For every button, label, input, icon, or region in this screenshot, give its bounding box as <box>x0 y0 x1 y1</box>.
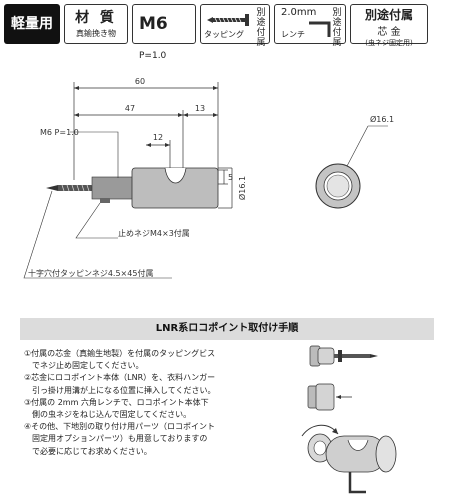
core-title: 別途付属 <box>364 8 413 22</box>
installation-illustration <box>292 336 442 496</box>
dimension-drawing: 60 47 13 12 5 Ø16.1 Ø16.1 M6 P=1.0 止めネジM… <box>23 77 394 279</box>
spec-badges: 軽量用 材 質 真鍮挽き物 M6 P=1.0 タッピング 別途付属 2.0mm … <box>4 4 450 61</box>
material-badge: 材 質 真鍮挽き物 <box>64 4 128 44</box>
core-sub: 芯 金 <box>377 27 401 38</box>
core-note: (虫ネジ固定用) <box>365 39 413 47</box>
hex-wrench-icon <box>309 21 331 37</box>
core-badge: 別途付属 芯 金 (虫ネジ固定用) <box>350 4 428 47</box>
dim-5: 5 <box>228 173 233 182</box>
dim-60: 60 <box>135 77 145 86</box>
step-line: 固定用オプションパーツ）も用意しておりますの <box>24 434 208 444</box>
tapping-screw-label: タッピング <box>204 30 244 39</box>
hex-wrench-icon <box>348 472 366 494</box>
step-line: ②芯金にロコポイント本体（LNR）を、衣料ハンガー <box>24 373 216 383</box>
thread-spec-label: M6 P=1.0 <box>40 128 79 137</box>
instructions-title-text: LNR系ロコポイント取付け手順 <box>155 323 299 334</box>
step-line: ①付属の芯金（真鍮生地製）を付属のタッピングビス <box>24 349 216 358</box>
tapping-screw-spec-label: 十字穴付タッピンネジ4.5×45付属 <box>28 268 153 278</box>
dim-13: 13 <box>195 104 205 113</box>
dim-12: 12 <box>153 133 163 142</box>
tapping-screw-badge: タッピング 別途付属 <box>200 4 270 48</box>
tapping-screw-side: 別途付属 <box>256 8 266 48</box>
step-line: 引っ掛け用溝が上になる位置に挿入してください。 <box>24 385 216 395</box>
step-line: でネジ止め固定してください。 <box>24 361 144 371</box>
lightweight-badge: 軽量用 <box>4 4 60 44</box>
wrench-label: レンチ <box>281 30 305 39</box>
step-line: で必要に応じてお求めください。 <box>24 446 152 456</box>
set-screw-label: 止めネジM4×3付属 <box>118 228 190 238</box>
wrench-badge: 2.0mm レンチ 別途付属 <box>274 4 346 48</box>
dim-diameter-end: Ø16.1 <box>370 114 394 124</box>
thread-badge: M6 P=1.0 <box>132 4 196 61</box>
screw-icon <box>207 14 249 26</box>
step-line: ③付属の 2mm 六角レンチで、ロコポイント本体下 <box>24 397 209 407</box>
technical-drawing: 60 47 13 12 5 Ø16.1 Ø16.1 M6 P=1.0 止めネジM… <box>0 60 454 300</box>
dim-diameter-side: Ø16.1 <box>237 176 247 200</box>
step-line: 側の虫ネジをねじ込んで固定してください。 <box>24 410 192 420</box>
thread-size: M6 <box>139 14 168 34</box>
instruction-steps: ①付属の芯金（真鍮生地製）を付属のタッピングビス でネジ止め固定してください。 … <box>24 348 288 458</box>
lightweight-label: 軽量用 <box>11 16 53 32</box>
material-sub: 真鍮挽き物 <box>76 29 116 38</box>
step-line: ④その他、下地別の取り付け用パーツ（ロコポイント <box>24 422 216 432</box>
material-title: 材 質 <box>75 10 117 26</box>
wrench-side: 別途付属 <box>332 8 342 48</box>
thread-pitch: P=1.0 <box>139 51 167 61</box>
screw-tip-shape <box>46 185 58 191</box>
instructions-title: LNR系ロコポイント取付け手順 <box>20 318 434 340</box>
dim-47: 47 <box>125 104 135 113</box>
wrench-size: 2.0mm <box>281 7 317 18</box>
install-steps-icon <box>301 345 397 494</box>
